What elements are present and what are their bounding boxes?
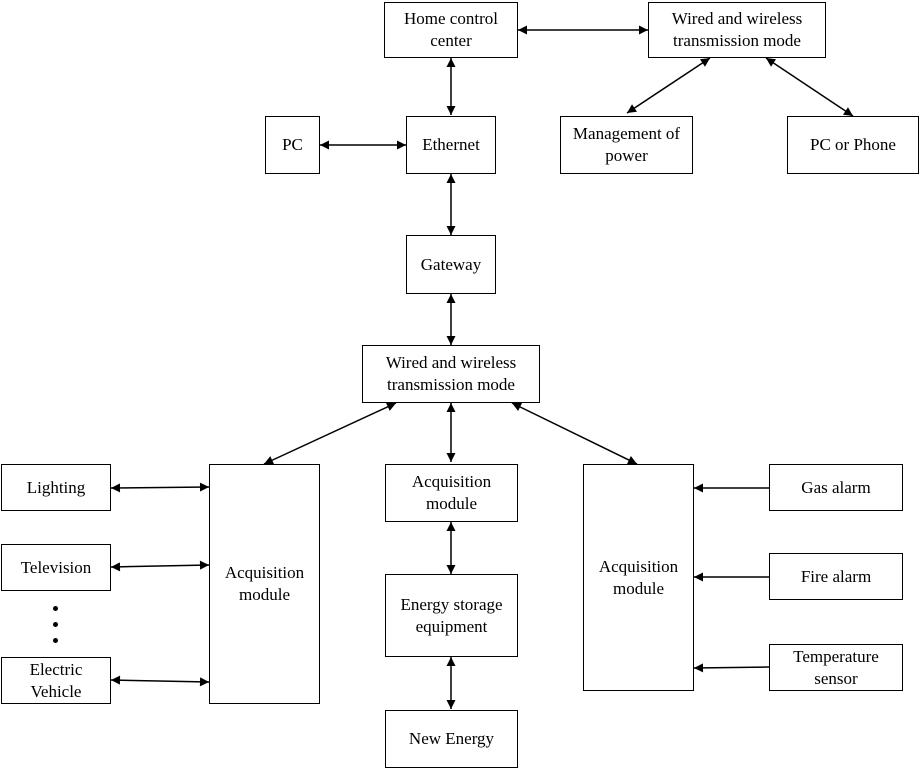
arrow-television-to-acq-left (110, 560, 210, 572)
energy-storage-box: Energy storage equipment (385, 574, 518, 657)
arrow-wired-top-to-phone (765, 57, 854, 117)
temperature-sensor-box: Temperature sensor (769, 644, 903, 691)
wired-wireless-top-box: Wired and wireless transmission mode (648, 2, 826, 58)
acquisition-module-left-label: Acquisition module (224, 563, 305, 604)
ellipsis-dot-2 (53, 622, 58, 627)
ethernet-label: Ethernet (422, 135, 480, 154)
gas-alarm-label: Gas alarm (801, 477, 871, 497)
gateway-box: Gateway (406, 235, 496, 294)
ethernet-box: Ethernet (406, 116, 496, 174)
lighting-box: Lighting (1, 464, 111, 511)
lighting-label: Lighting (26, 477, 86, 497)
television-label: Television (20, 557, 92, 577)
electric-vehicle-label: Electric Vehicle (29, 659, 83, 701)
acquisition-module-right-box: Acquisition module (583, 464, 694, 691)
fire-alarm-label: Fire alarm (800, 566, 872, 586)
arrow-wired-top-to-power (626, 57, 711, 114)
new-energy-box: New Energy (385, 710, 518, 768)
pc-label: PC (282, 135, 303, 154)
management-of-power-box: Management of power (560, 116, 693, 174)
management-of-power-label: Management of power (572, 124, 681, 165)
acquisition-module-center-label: Acquisition module (411, 472, 492, 513)
pc-or-phone-box: PC or Phone (787, 116, 919, 174)
acquisition-module-right-label: Acquisition module (598, 556, 679, 598)
gateway-label: Gateway (420, 254, 482, 274)
arrow-vehicle-to-acq-left (110, 675, 210, 687)
arrow-wired-mid-to-acq-right (511, 402, 638, 465)
ellipsis-dot-3 (53, 638, 58, 643)
television-box: Television (1, 544, 111, 591)
home-control-center-box: Home control center (384, 2, 518, 58)
temperature-sensor-label: Temperature sensor (793, 646, 879, 688)
gas-alarm-box: Gas alarm (769, 464, 903, 511)
new-energy-label: New Energy (408, 729, 495, 748)
wired-wireless-mid-label: Wired and wireless transmission mode (385, 353, 517, 394)
wired-wireless-top-label: Wired and wireless transmission mode (671, 9, 803, 50)
acquisition-module-center-box: Acquisition module (385, 464, 518, 522)
wired-wireless-mid-box: Wired and wireless transmission mode (362, 345, 540, 403)
acquisition-module-left-box: Acquisition module (209, 464, 320, 704)
arrow-wired-mid-to-acq-left (263, 402, 397, 465)
arrow-temp-sensor-to-acq-right (693, 663, 770, 673)
ellipsis-dot-1 (53, 606, 58, 611)
arrow-lighting-to-acq-left (110, 482, 210, 493)
fire-alarm-box: Fire alarm (769, 553, 903, 600)
pc-or-phone-label: PC or Phone (810, 135, 896, 154)
energy-storage-label: Energy storage equipment (400, 594, 503, 636)
electric-vehicle-box: Electric Vehicle (1, 657, 111, 704)
pc-box: PC (265, 116, 320, 174)
home-control-center-label: Home control center (404, 9, 498, 50)
